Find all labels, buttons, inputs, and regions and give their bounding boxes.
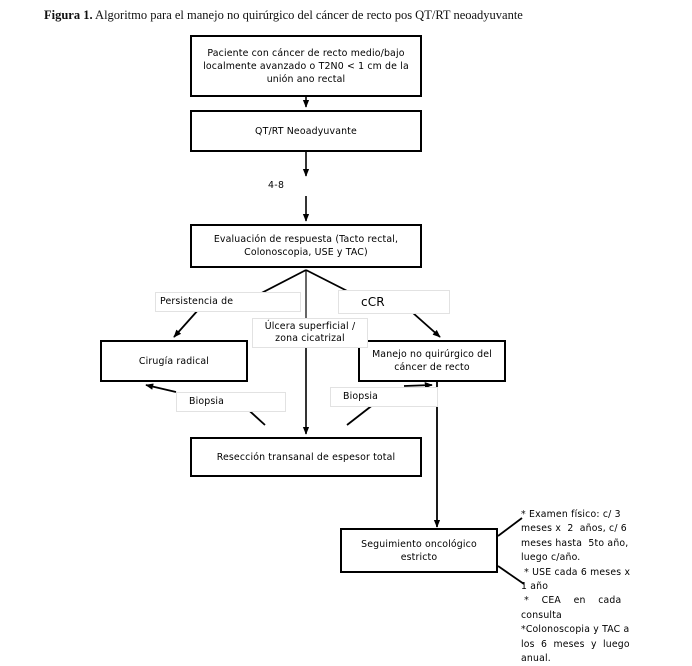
node-transanal-resection-label: Resección transanal de espesor total (216, 451, 396, 463)
edge-label-biopsy-left-text: Biopsia (189, 395, 225, 407)
node-radical-surgery-label: Cirugía radical (138, 355, 210, 367)
edge-label-ulcer: Úlcera superficial / zona cicatrizal (252, 318, 368, 348)
edge-biopsia-right-to-manejo (403, 382, 433, 389)
edge-label-persistence-text: Persistencia de (160, 295, 234, 307)
edge-label-ccr: cCR (338, 290, 450, 314)
edge-label-biopsy-right-text: Biopsia (343, 390, 379, 402)
node-transanal-resection[interactable]: Resección transanal de espesor total (190, 437, 422, 477)
edge-label-ulcer-text: Úlcera superficial / zona cicatrizal (264, 320, 356, 345)
node-nonsurgical-management-label: Manejo no quirúrgico del cáncer de recto (372, 349, 492, 373)
followup-note-line: meses hasta 5to año, (521, 537, 629, 549)
figure-caption-text: Algoritmo para el manejo no quirúrgico d… (92, 8, 523, 22)
followup-note-line: * CEA en cada (521, 595, 622, 607)
node-nonsurgical-management[interactable]: Manejo no quirúrgico del cáncer de recto (358, 340, 506, 382)
edge-label-weeks: 4-8 (268, 180, 285, 191)
figure-caption-prefix: Figura 1. (44, 8, 93, 22)
followup-notes: * Examen físico: c/ 3 meses x 2 años, c/… (521, 508, 681, 666)
node-neoadjuvant-label: QT/RT Neoadyuvante (255, 125, 357, 137)
node-strict-followup-label: Seguimiento oncológico estricto (361, 538, 477, 563)
edge-reseccion-to-biopsia-right (346, 403, 375, 426)
node-response-evaluation[interactable]: Evaluación de respuesta (Tacto rectal, C… (190, 224, 422, 268)
node-radical-surgery[interactable]: Cirugía radical (100, 340, 248, 382)
node-patient[interactable]: Paciente con cáncer de recto medio/bajo … (190, 35, 422, 97)
edge-label-ccr-text: cCR (361, 294, 385, 309)
followup-note-line: 1 año (521, 581, 549, 593)
followup-note-line: * USE cada 6 meses x (521, 566, 631, 578)
edge-followup-to-notes-upper (497, 517, 523, 537)
figure-caption: Figura 1. Algoritmo para el manejo no qu… (44, 8, 664, 22)
edge-label-persistence: Persistencia de (155, 292, 301, 312)
edge-label-biopsy-right: Biopsia (330, 387, 438, 407)
node-response-evaluation-label: Evaluación de respuesta (Tacto rectal, C… (213, 234, 399, 258)
followup-note-line: luego c/año. (521, 552, 581, 564)
node-strict-followup[interactable]: Seguimiento oncológico estricto (340, 528, 498, 573)
followup-note-line: * Examen físico: c/ 3 (521, 509, 621, 520)
followup-note-line: *Colonoscopia y TAC a (521, 624, 630, 636)
followup-note-line: los 6 meses y luego (521, 638, 630, 650)
node-patient-label: Paciente con cáncer de recto medio/bajo … (203, 47, 409, 85)
edge-label-biopsy-left: Biopsia (176, 392, 286, 412)
followup-note-line: consulta (521, 609, 562, 621)
node-neoadjuvant-therapy[interactable]: QT/RT Neoadyuvante (190, 110, 422, 152)
followup-note-line: anual. (521, 653, 551, 665)
followup-note-line: meses x 2 años, c/ 6 (521, 523, 627, 535)
edge-biopsia-left-to-cirugia (145, 383, 177, 393)
